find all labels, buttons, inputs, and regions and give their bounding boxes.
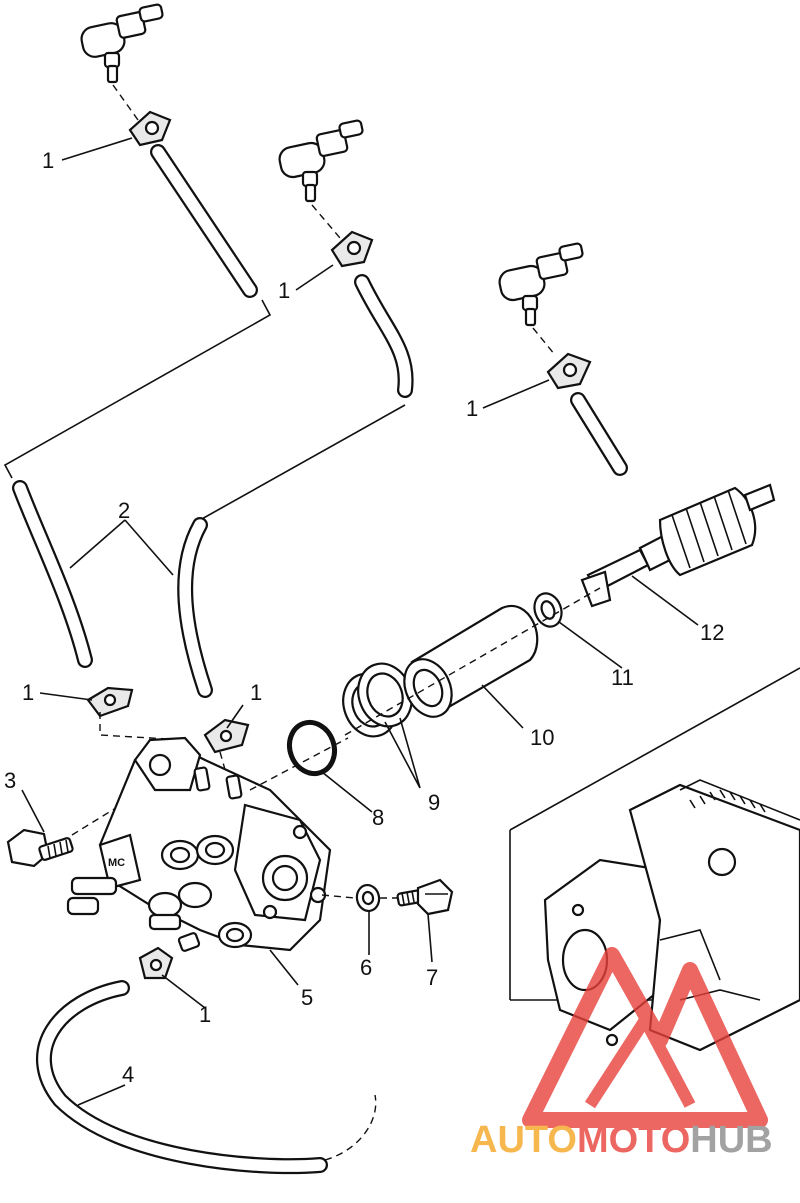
triangle-logo-icon (522, 947, 768, 1128)
bolt-3 (6, 828, 74, 868)
callout-1-middle: 1 (278, 278, 290, 303)
callout-10: 10 (530, 725, 554, 750)
callout-6: 6 (360, 955, 372, 980)
callout-8: 8 (372, 805, 384, 830)
callout-4: 4 (122, 1062, 134, 1087)
callout-1-lower-middle: 1 (250, 680, 262, 705)
gear-shaft-12 (580, 483, 776, 608)
bushing-10 (403, 604, 539, 718)
clamp-bottom (138, 946, 174, 980)
oil-pump-5: MC (66, 736, 332, 952)
callout-3: 3 (4, 768, 16, 793)
hose-top-left (150, 144, 258, 298)
callout-1-top-left: 1 (42, 148, 54, 173)
washer-6 (355, 883, 381, 913)
hose-right (570, 392, 628, 476)
injector-middle (278, 119, 364, 203)
hose-right-2 (177, 517, 213, 698)
callout-5: 5 (301, 985, 313, 1010)
callout-9: 9 (428, 790, 440, 815)
svg-text:MC: MC (108, 857, 125, 869)
callout-7: 7 (426, 965, 438, 990)
injector-top-left (80, 3, 164, 84)
callout-1-lower-left: 1 (22, 680, 34, 705)
screw-7 (396, 878, 454, 916)
callout-11: 11 (611, 665, 634, 690)
watermark-moto: MOTO (577, 1119, 690, 1161)
callout-labels: 1 1 1 1 1 1 2 3 4 5 6 7 8 9 10 11 12 (4, 148, 724, 1087)
clamp-lower-middle (203, 718, 250, 754)
clamp-lower-left (86, 686, 134, 718)
callout-12: 12 (700, 620, 724, 645)
watermark-hub: HUB (690, 1119, 772, 1161)
o-ring-8 (286, 719, 338, 777)
watermark-logo: AUTOMOTOHUB (470, 947, 773, 1161)
clamp-right (546, 352, 592, 390)
callout-1-right: 1 (466, 396, 478, 421)
clamp-middle (330, 230, 374, 268)
washer-11 (533, 592, 563, 628)
watermark-auto: AUTO (470, 1119, 577, 1161)
hose-middle (354, 274, 414, 398)
clamp-top-left (128, 110, 172, 147)
callout-2: 2 (118, 498, 130, 523)
injector-right (498, 242, 584, 327)
callout-1-bottom: 1 (199, 1002, 211, 1027)
hose-left-2 (12, 480, 93, 668)
hose-4 (35, 980, 328, 1175)
watermark-text: AUTOMOTOHUB (470, 1119, 773, 1161)
